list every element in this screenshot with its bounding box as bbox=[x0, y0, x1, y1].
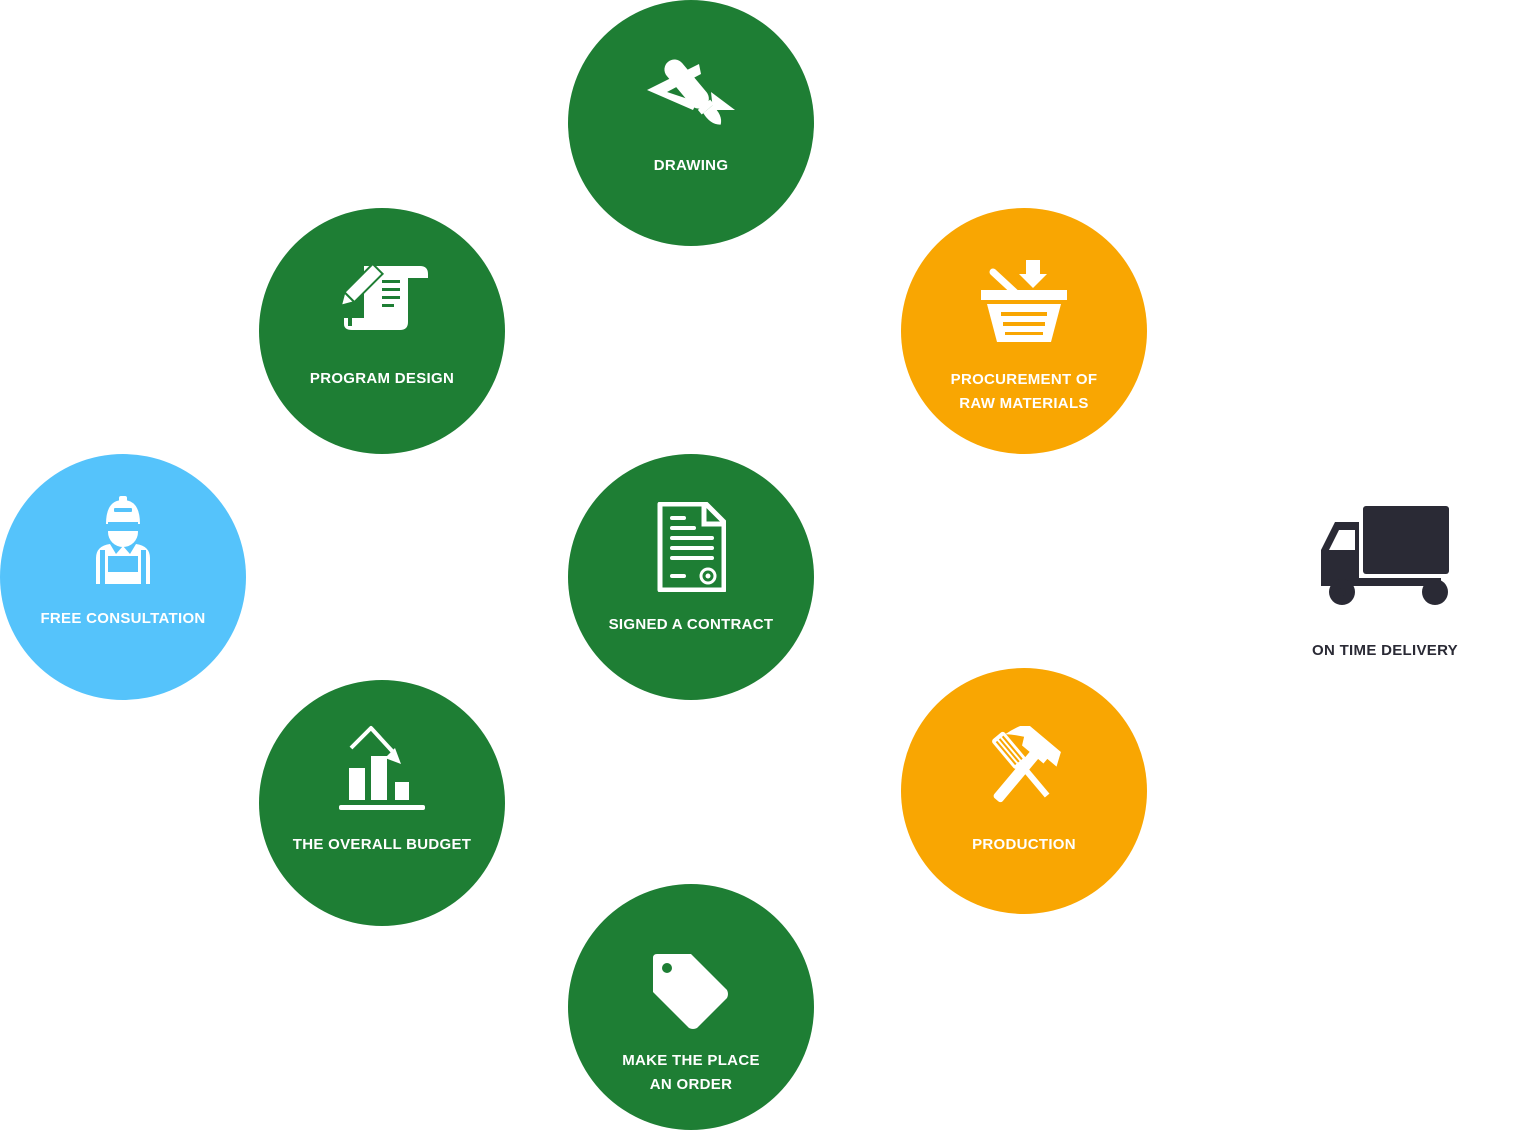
step-on-time-delivery[interactable]: ON TIME DELIVERY bbox=[1290, 500, 1480, 659]
step-drawing[interactable]: DRAWING bbox=[568, 0, 814, 246]
step-label-line: RAW MATERIALS bbox=[959, 395, 1089, 412]
step-label: PRODUCTION bbox=[972, 836, 1076, 853]
step-signed-a-contract[interactable]: SIGNED A CONTRACT bbox=[568, 454, 814, 700]
tag-icon bbox=[568, 952, 814, 1032]
pen-ruler-icon bbox=[568, 50, 814, 132]
step-label-line: PROCUREMENT OF bbox=[950, 371, 1098, 388]
step-production[interactable]: PRODUCTION bbox=[901, 668, 1147, 914]
step-label: SIGNED A CONTRACT bbox=[608, 616, 774, 633]
step-label-line: MAKE THE PLACE bbox=[622, 1052, 760, 1069]
step-label: PROGRAM DESIGN bbox=[309, 370, 455, 387]
basket-icon bbox=[901, 260, 1147, 344]
step-label: THE OVERALL BUDGET bbox=[292, 836, 472, 853]
worker-icon bbox=[0, 496, 246, 586]
step-label: FREE CONSULTATION bbox=[40, 610, 206, 627]
step-free-consultation[interactable]: FREE CONSULTATION bbox=[0, 454, 246, 700]
step-program-design[interactable]: PROGRAM DESIGN bbox=[259, 208, 505, 454]
bar-chart-down-icon bbox=[259, 724, 505, 814]
step-label: PROCUREMENT OF RAW MATERIALS bbox=[911, 368, 1137, 416]
step-make-the-place-an-order[interactable]: MAKE THE PLACE AN ORDER bbox=[568, 884, 814, 1130]
step-procurement-of-raw-materials[interactable]: PROCUREMENT OF RAW MATERIALS bbox=[901, 208, 1147, 454]
step-the-overall-budget[interactable]: THE OVERALL BUDGET bbox=[259, 680, 505, 926]
step-label: MAKE THE PLACE AN ORDER bbox=[578, 1049, 804, 1097]
step-label: DRAWING bbox=[653, 157, 729, 174]
truck-icon bbox=[1290, 500, 1480, 610]
step-label: ON TIME DELIVERY bbox=[1312, 642, 1458, 659]
scroll-pencil-icon bbox=[259, 262, 505, 334]
step-label-line: AN ORDER bbox=[649, 1076, 733, 1093]
contract-document-icon bbox=[568, 502, 814, 592]
hammer-screwdriver-icon bbox=[901, 726, 1147, 810]
